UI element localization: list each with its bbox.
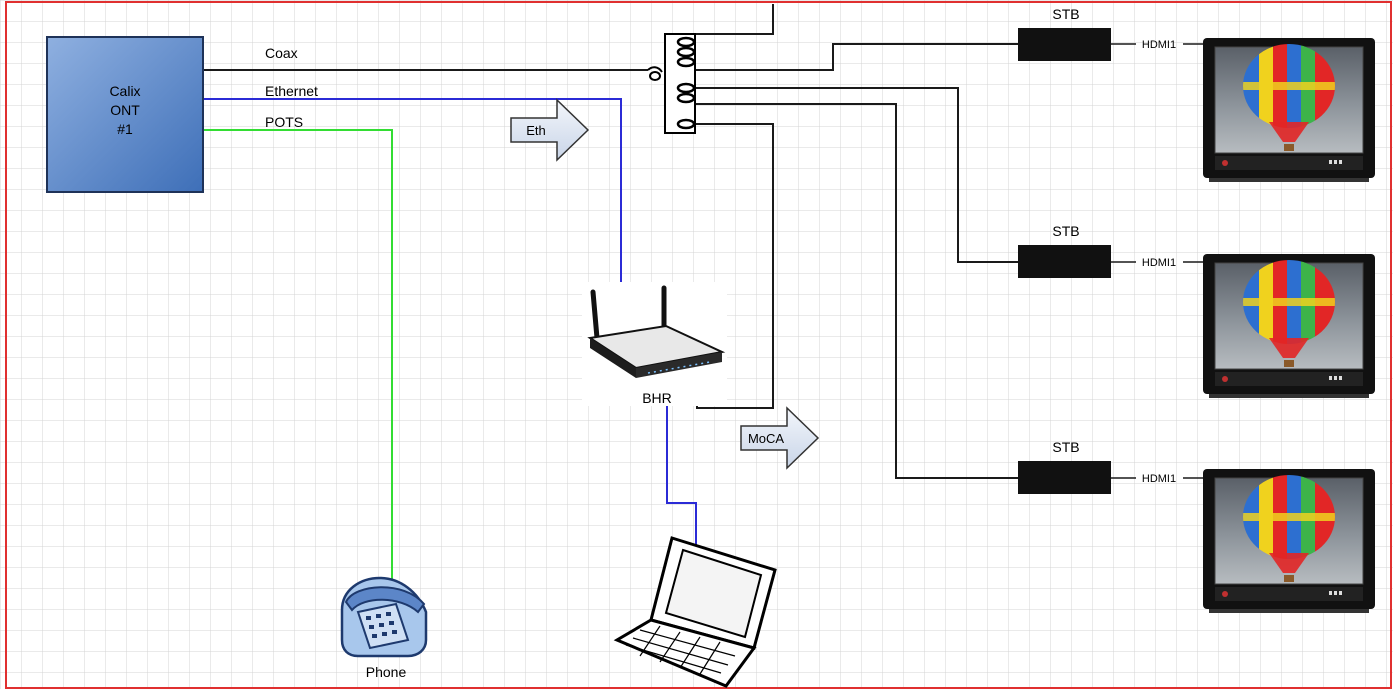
stb-box[interactable] <box>1018 245 1111 278</box>
eth-arrow-label: Eth <box>526 123 546 138</box>
stb-label: STB <box>1052 223 1079 239</box>
router-icon[interactable] <box>582 282 727 406</box>
ethernet-cable-line <box>203 98 622 330</box>
phone-label: Phone <box>366 664 407 680</box>
tv-icon[interactable] <box>1203 38 1375 182</box>
pots-cable-line <box>203 129 393 595</box>
ont-box[interactable]: Calix ONT #1 <box>46 36 204 193</box>
ont-label-line3: #1 <box>117 121 133 137</box>
hdmi-label: HDMI1 <box>1142 39 1176 51</box>
stb-box[interactable] <box>1018 28 1111 61</box>
pots-label: POTS <box>265 114 303 130</box>
coax-label: Coax <box>265 45 298 61</box>
phone-icon[interactable] <box>340 576 428 658</box>
laptop-icon[interactable] <box>613 536 777 688</box>
stb-label: STB <box>1052 6 1079 22</box>
ont-label-line1: Calix <box>109 83 140 99</box>
tv-icon[interactable] <box>1203 469 1375 613</box>
moca-arrow-label: MoCA <box>748 431 784 446</box>
tv-icon[interactable] <box>1203 254 1375 398</box>
ethernet-laptop-cable-line <box>666 370 697 545</box>
stb-label: STB <box>1052 439 1079 455</box>
diagram-border <box>5 1 1392 689</box>
eth-arrow: Eth <box>510 98 590 162</box>
hdmi-cable-lines <box>1111 43 1204 479</box>
moca-arrow: MoCA <box>740 406 820 470</box>
coax-splitter-icon[interactable] <box>647 33 696 134</box>
router-label: BHR <box>642 390 672 406</box>
hdmi-label: HDMI1 <box>1142 257 1176 269</box>
ont-label-line2: ONT <box>110 102 140 118</box>
ethernet-label: Ethernet <box>265 83 318 99</box>
stb-box[interactable] <box>1018 461 1111 494</box>
hdmi-label: HDMI1 <box>1142 473 1176 485</box>
